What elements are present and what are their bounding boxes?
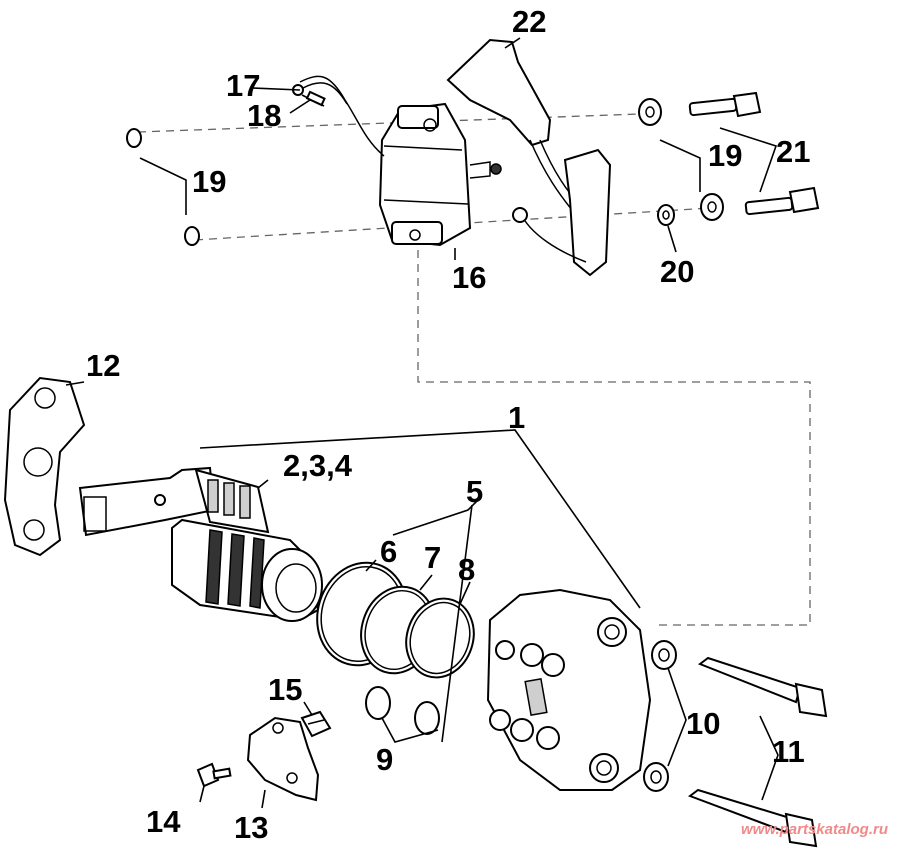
callout-9[interactable]: 9	[376, 742, 394, 777]
part-14-screw[interactable]	[196, 762, 232, 788]
callout-20[interactable]: 20	[660, 254, 695, 289]
watermark: www.partskatalog.ru	[741, 821, 888, 838]
callout-13[interactable]: 13	[234, 810, 269, 845]
callout-19-left[interactable]: 19	[192, 164, 227, 199]
part-11-bolt[interactable]	[687, 656, 828, 848]
part-15-clip[interactable]	[300, 710, 332, 738]
callout-22[interactable]: 22	[512, 4, 547, 39]
callout-8[interactable]: 8	[458, 552, 476, 587]
callout-5[interactable]: 5	[466, 474, 484, 509]
callout-11[interactable]: 11	[772, 734, 805, 769]
part-1-housing[interactable]	[486, 588, 652, 791]
part-19-washer[interactable]	[126, 98, 724, 246]
callout-17[interactable]: 17	[226, 68, 261, 103]
part-17-ground-wire[interactable]	[292, 75, 385, 157]
callout-1[interactable]: 1	[508, 400, 526, 435]
callout-14[interactable]: 14	[146, 804, 181, 839]
callout-6[interactable]: 6	[380, 534, 398, 569]
part-2-3-4-connector-bracket[interactable]	[78, 466, 270, 537]
callout-10[interactable]: 10	[686, 706, 721, 741]
callout-15[interactable]: 15	[268, 672, 303, 707]
part-9-seal[interactable]	[365, 686, 440, 735]
callout-2-3-4[interactable]: 2,3,4	[283, 448, 352, 483]
leader-lines	[65, 37, 779, 809]
part-stator-coil-body[interactable]	[171, 518, 323, 622]
callout-19-right[interactable]: 19	[708, 138, 743, 173]
part-22-spark-plug-boot[interactable]	[446, 38, 612, 277]
part-10-washer[interactable]	[643, 640, 677, 792]
part-20-lock-washer[interactable]	[657, 204, 675, 226]
callout-12[interactable]: 12	[86, 348, 121, 383]
callout-18[interactable]: 18	[247, 98, 282, 133]
part-13-bracket[interactable]	[246, 716, 320, 802]
part-12-gasket-plate[interactable]	[3, 376, 86, 557]
callout-16[interactable]: 16	[452, 260, 487, 295]
callout-7[interactable]: 7	[424, 540, 442, 575]
part-21-screw[interactable]	[688, 91, 820, 216]
part-18-screw[interactable]	[301, 90, 326, 107]
callout-21[interactable]: 21	[776, 134, 811, 169]
part-16-ignition-module[interactable]	[378, 102, 502, 247]
